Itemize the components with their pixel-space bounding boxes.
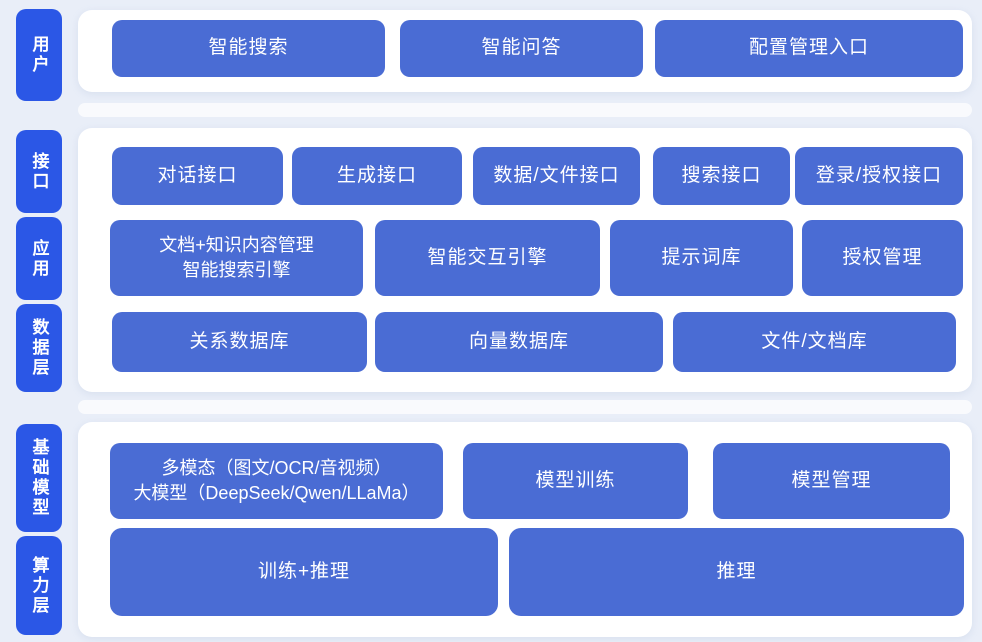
node-model-management-label: 模型管理 <box>791 469 872 491</box>
node-generation-api-label: 生成接口 <box>336 164 417 186</box>
node-interaction-engine: 智能交互引擎 <box>375 220 600 296</box>
node-vector-db: 向量数据库 <box>375 312 663 372</box>
node-config-entry-label: 配置管理入口 <box>748 37 869 59</box>
node-file-doc-store-label: 文件/文档库 <box>761 330 868 352</box>
node-smart-search-label: 智能搜索 <box>208 37 289 59</box>
node-search-api: 搜索接口 <box>653 147 790 205</box>
node-prompt-library-label: 提示词库 <box>661 246 742 268</box>
node-inference: 推理 <box>509 528 964 616</box>
layer-tag-application-label: 应用 <box>29 238 49 279</box>
node-login-auth-api-label: 登录/授权接口 <box>815 164 943 186</box>
node-interaction-engine-label: 智能交互引擎 <box>427 246 548 268</box>
node-model-training: 模型训练 <box>463 443 688 519</box>
layer-tag-compute-label: 算力层 <box>29 555 49 616</box>
node-dialog-api-label: 对话接口 <box>157 164 238 186</box>
node-doc-knowledge-engine: 文档+知识内容管理 智能搜索引擎 <box>110 220 363 296</box>
node-doc-knowledge-engine-line1: 文档+知识内容管理 <box>159 234 314 255</box>
layer-tag-data-label: 数据层 <box>29 318 49 378</box>
node-vector-db-label: 向量数据库 <box>468 330 569 352</box>
layer-tag-user: 用户 <box>16 9 62 101</box>
node-training-inference-label: 训练+推理 <box>257 560 351 582</box>
node-generation-api: 生成接口 <box>292 147 462 205</box>
node-data-file-api: 数据/文件接口 <box>473 147 640 205</box>
node-relational-db: 关系数据库 <box>112 312 367 372</box>
node-model-management: 模型管理 <box>713 443 950 519</box>
node-multimodal-llm-line2: 大模型（DeepSeek/Qwen/LLaMa） <box>133 483 420 503</box>
node-auth-management: 授权管理 <box>802 220 963 296</box>
node-auth-management-label: 授权管理 <box>842 246 923 268</box>
node-multimodal-llm: 多模态（图文/OCR/音视频） 大模型（DeepSeek/Qwen/LLaMa） <box>110 443 443 519</box>
layer-tag-base-model: 基础模型 <box>16 424 62 532</box>
node-prompt-library: 提示词库 <box>610 220 793 296</box>
node-config-entry: 配置管理入口 <box>655 20 963 77</box>
node-doc-knowledge-engine-line2: 智能搜索引擎 <box>182 260 291 280</box>
node-file-doc-store: 文件/文档库 <box>673 312 956 372</box>
divider-strip <box>78 400 972 414</box>
layer-tag-data: 数据层 <box>16 304 62 392</box>
node-smart-search: 智能搜索 <box>112 20 385 77</box>
node-search-api-label: 搜索接口 <box>681 164 762 186</box>
node-smart-qa-label: 智能问答 <box>481 37 562 59</box>
node-data-file-api-label: 数据/文件接口 <box>493 164 620 186</box>
node-inference-label: 推理 <box>716 560 757 582</box>
layer-tag-compute: 算力层 <box>16 536 62 635</box>
divider-strip <box>78 103 972 117</box>
node-model-training-label: 模型训练 <box>535 469 616 491</box>
node-login-auth-api: 登录/授权接口 <box>795 147 963 205</box>
layer-tag-base-model-label: 基础模型 <box>29 438 49 518</box>
node-smart-qa: 智能问答 <box>400 20 643 77</box>
node-relational-db-label: 关系数据库 <box>189 330 290 352</box>
node-dialog-api: 对话接口 <box>112 147 283 205</box>
layer-tag-interface-label: 接口 <box>29 151 49 192</box>
layer-tag-user-label: 用户 <box>29 35 49 75</box>
layer-tag-application: 应用 <box>16 217 62 300</box>
layer-tag-interface: 接口 <box>16 130 62 213</box>
node-training-inference: 训练+推理 <box>110 528 498 616</box>
node-multimodal-llm-line1: 多模态（图文/OCR/音视频） <box>161 457 392 478</box>
